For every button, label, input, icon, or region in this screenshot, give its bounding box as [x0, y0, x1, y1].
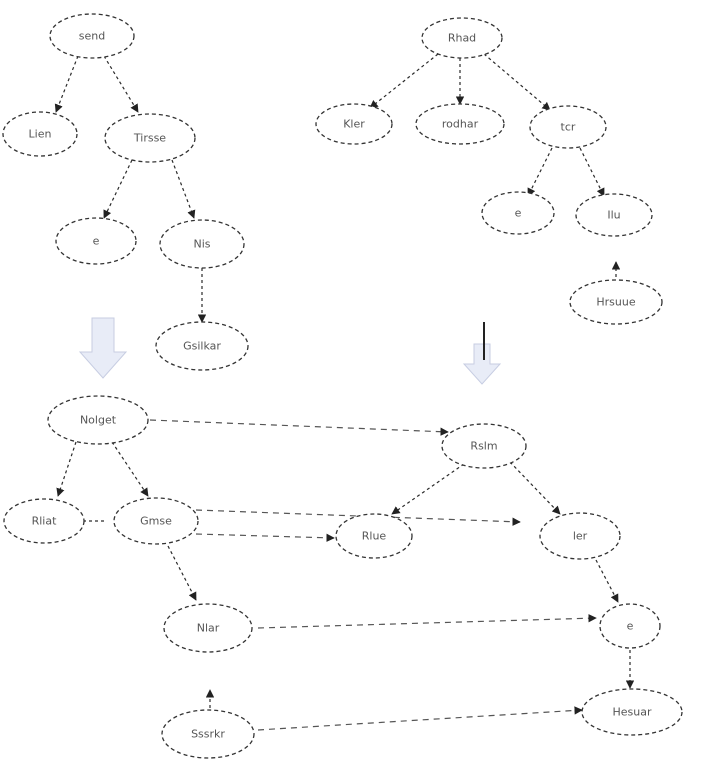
edge-m1-root-left: [56, 441, 77, 497]
node-t2-rl: e: [481, 191, 555, 235]
map-edge-nlar-e: [257, 614, 597, 629]
node-label: e: [93, 235, 100, 248]
node-label: Kler: [343, 118, 365, 131]
mapping-edges: [149, 419, 597, 731]
edge-t1-root-right: [103, 55, 139, 113]
edge-m2-right-rc: [595, 559, 619, 603]
node-t1-left: Lien: [2, 111, 78, 157]
node-label: Hrsuue: [596, 296, 635, 309]
node-label: Gsilkar: [183, 340, 221, 353]
node-label: Rlue: [362, 530, 387, 543]
edge-t2-right-rr: [579, 147, 605, 197]
node-label: ler: [573, 530, 588, 543]
node-label: Tirsse: [133, 132, 166, 145]
node-t2-extra: Hrsuue: [569, 279, 663, 325]
node-label: rodhar: [442, 118, 479, 131]
node-m2-left: Rlue: [335, 513, 413, 559]
node-m2-rc: e: [599, 603, 661, 649]
edge-t2-right-rl: [527, 147, 553, 197]
edge-m2-root-right: [509, 461, 561, 515]
node-label: e: [515, 207, 522, 220]
node-m2-root: Rslm: [441, 423, 527, 469]
node-t2-mid: rodhar: [415, 103, 505, 145]
node-label: Nlar: [197, 622, 220, 635]
node-label: Rslm: [470, 440, 497, 453]
merged-right-edges: [391, 461, 635, 689]
map-edge-sssrkr-hesuar: [257, 706, 583, 731]
edge-t1-right-rr: [171, 159, 196, 219]
node-label: Ilu: [607, 209, 620, 222]
merged-left-edges: [56, 441, 215, 708]
map-edge-gmse-rlue: [195, 533, 335, 542]
node-m1-rcc: Sssrkr: [161, 709, 255, 759]
node-m2-rcc: Hesuar: [581, 688, 683, 736]
node-label: Hesuar: [612, 706, 651, 719]
edge-m1-root-right: [111, 441, 149, 497]
node-m2-right: ler: [539, 512, 621, 560]
edge-m1-right-rc: [167, 545, 197, 601]
node-m1-right: Gmse: [113, 497, 199, 545]
node-t1-right: Tirsse: [104, 113, 196, 163]
tree-2-edges: [369, 53, 621, 278]
light-blue-down-arrow: [78, 317, 128, 379]
node-label: Lien: [29, 128, 52, 141]
node-label: tcr: [561, 121, 576, 134]
node-m1-rc: Nlar: [163, 603, 253, 653]
tree-1-edges: [54, 55, 207, 323]
edge-t1-right-rl: [103, 159, 133, 219]
node-m1-root: Nolget: [47, 395, 149, 445]
down-arrow: [462, 322, 502, 385]
node-t1-root: send: [49, 13, 135, 59]
node-t2-left: Kler: [315, 103, 393, 145]
node-t2-root: Rhad: [421, 17, 503, 59]
map-edge-roots: [149, 419, 449, 436]
node-m1-left: Rliat: [3, 498, 85, 544]
node-label: Sssrkr: [191, 728, 225, 741]
node-label: Rliat: [32, 515, 57, 528]
node-t2-rr: Ilu: [575, 193, 653, 237]
node-label: Gmse: [140, 515, 172, 528]
node-label: e: [627, 620, 634, 633]
node-t1-rrc: Gsilkar: [155, 321, 249, 371]
node-label: send: [79, 30, 105, 43]
node-label: Rhad: [448, 32, 476, 45]
node-t1-rr: Nis: [159, 219, 245, 269]
edge-t2-root-left: [369, 53, 439, 109]
node-label: Nis: [193, 238, 210, 251]
edge-t1-root-left: [54, 55, 79, 113]
edge-m2-root-left: [391, 463, 465, 515]
edge-t2-root-right: [483, 53, 551, 111]
node-t1-rl: e: [55, 217, 137, 265]
node-label: Nolget: [80, 414, 117, 427]
node-t2-right: tcr: [529, 105, 607, 149]
